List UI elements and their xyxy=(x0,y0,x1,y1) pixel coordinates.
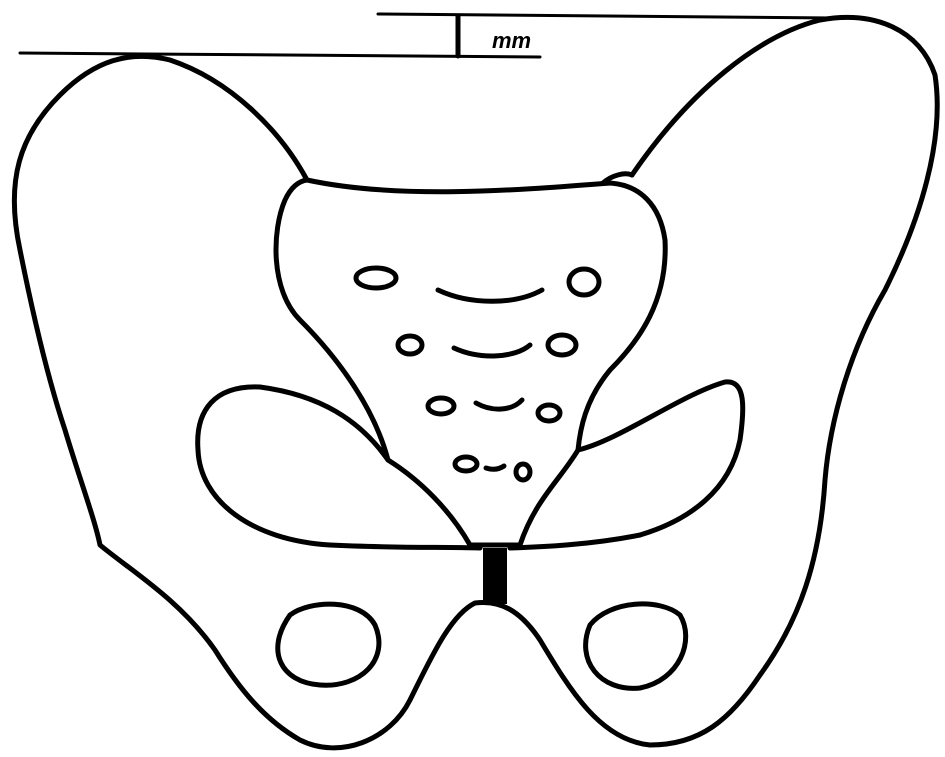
left-ischial-loop xyxy=(198,387,480,548)
left-crest-reference-line xyxy=(20,53,540,57)
unit-label: mm xyxy=(492,28,531,53)
left-obturator-foramen xyxy=(278,604,379,685)
right-crest-reference-line xyxy=(378,14,835,18)
sacral-foramen-right-4 xyxy=(516,464,530,480)
sacral-ridge-2 xyxy=(454,345,530,356)
right-obturator-foramen xyxy=(586,604,686,688)
sacral-ridge-3 xyxy=(476,400,522,409)
sacral-ridge-1 xyxy=(438,290,542,301)
sacral-foramen-left-1 xyxy=(356,268,396,288)
sacral-foramen-left-3 xyxy=(428,398,454,414)
measurement-indicator: mm xyxy=(20,14,835,57)
sacral-foramen-right-3 xyxy=(538,405,560,421)
sacral-foramen-right-2 xyxy=(548,335,576,355)
sacral-ridge-4 xyxy=(486,466,504,469)
sacral-foramen-left-4 xyxy=(455,457,477,471)
sacrum-outline xyxy=(276,180,665,545)
sacral-foramen-right-1 xyxy=(569,269,599,295)
pelvis-outline xyxy=(14,17,937,747)
sacral-foramen-left-2 xyxy=(398,336,422,354)
pubic-symphysis xyxy=(483,548,507,604)
